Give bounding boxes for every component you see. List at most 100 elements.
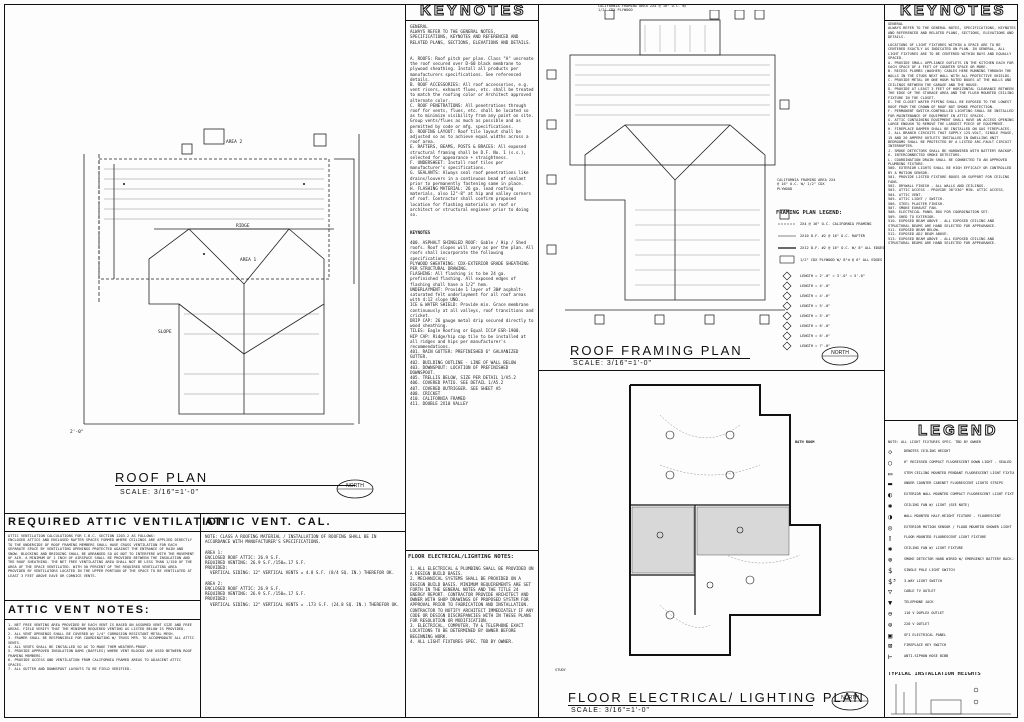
keynotes-center-body: A. ROOFS: Roof pitch per plan. Class "A"… <box>410 56 534 218</box>
framing-legend-title: FRAMING PLAN LEGEND: <box>776 210 843 216</box>
legend-symbol-icon: ◑ <box>888 512 893 521</box>
divider-floor-notes <box>405 550 538 551</box>
legend-item-label: FIREPLACE KEY SWITCH <box>904 643 947 648</box>
divider-roof-bottom <box>4 513 405 514</box>
legend-item: ◐ EXTERIOR WALL MOUNTED COMPACT FLUORESCE… <box>886 491 1016 501</box>
attic-vent-notes-title: ATTIC VENT NOTES: <box>8 604 151 616</box>
legend-symbol-icon: ✱ <box>888 502 893 510</box>
legend-item: ◑WALL MOUNTED HALF-HEIGHT FIXTURE - FLUO… <box>886 513 1016 523</box>
legend-item-label: CEILING FAN W/ LIGHT FIXTURE <box>904 546 964 551</box>
legend-symbol-icon: $³ <box>888 577 897 586</box>
framing-north-arrow <box>821 346 859 366</box>
legend-symbol-icon: ⊗ <box>888 556 893 564</box>
legend-item-label: SINGLE POLE LIGHT SWITCH <box>904 567 955 572</box>
legend-item-label: STEM CEILING MOUNTED PENDANT FLUORESCENT… <box>904 470 1014 475</box>
framing-title-underline <box>570 358 750 359</box>
legend-item: ⊠ FIREPLACE KEY SWITCH <box>886 642 1016 652</box>
legend-symbol-icon: ◐ <box>888 491 893 500</box>
framing-length-1: LENGTH = 2'-0" = 3'-0" = 5'-0" <box>800 274 865 278</box>
legend-item: ✱ CEILING FAN W/ LIGHT FIXTURE <box>886 545 1016 555</box>
legend-item-label: 3-WAY LIGHT SWITCH <box>904 578 942 583</box>
legend-symbol-icon: ▬ <box>888 480 893 489</box>
legend-note: NOTE: ALL LIGHT FIXTURES SPEC. TBD BY OW… <box>888 440 982 444</box>
legend-top-rule <box>884 420 1018 421</box>
roof-title-underline <box>115 485 355 486</box>
attic-vent-cal-rule <box>200 531 405 532</box>
divider-center <box>538 4 539 718</box>
legend-item-label: DENOTES CEILING HEIGHT <box>904 449 951 453</box>
attic-vent-notes-body: 1. NET FREE VENTING AREA PROVIDED BY EAC… <box>8 623 195 672</box>
floor-plan-title: FLOOR ELECTRICAL/ LIGHTING PLAN <box>568 690 865 705</box>
sheet-border <box>4 4 1018 718</box>
divider-left <box>405 4 406 718</box>
floor-north-arrow <box>831 691 869 711</box>
legend-symbol-icon: $ <box>888 566 893 575</box>
framing-plan-scale: SCALE: 3/16"=1'-0" <box>573 360 652 367</box>
attic-ventilation-title: REQUIRED ATTIC VENTILATION <box>8 516 228 528</box>
legend-symbol-icon: ⊖ <box>888 610 893 618</box>
legend-item: ⊢ ANTI-SIPHON HOSE BIBB <box>886 653 1016 663</box>
roof-plan-title: ROOF PLAN <box>115 470 209 485</box>
legend-item-label: 110 V DUPLEX OUTLET <box>904 611 945 615</box>
roof-north-label: NORTH <box>346 483 364 489</box>
legend-item: ◇DENOTES CEILING HEIGHT <box>886 448 1016 458</box>
framing-length-3: LENGTH = 4'-6" <box>800 294 831 298</box>
legend-item: ⊜ 220 V OUTLET <box>886 621 1016 631</box>
roof-north-arrow <box>336 479 374 499</box>
framing-north-label: NORTH <box>831 350 849 356</box>
roof-label-ridge: RIDGE <box>236 224 250 229</box>
legend-symbol-icon: ▣ <box>888 631 893 640</box>
keynotes-right-rule <box>884 20 1018 21</box>
legend-item-label: GFI ELECTRICAL PANEL <box>904 632 947 637</box>
divider-vent-notes <box>4 600 200 601</box>
legend-symbol-icon: ⊜ <box>888 620 893 629</box>
floor-notes-title: FLOOR ELECTRICAL/LIGHTING NOTES: <box>408 554 514 560</box>
legend-item: ▬ UNDER COUNTER CABINET FLUORESCENT LIGHT… <box>886 480 1016 490</box>
framing-length-2: LENGTH = 4'-0" <box>800 284 831 288</box>
legend-item-label: ANTI-SIPHON HOSE BIBB <box>904 654 949 659</box>
legend-symbol-icon: ▭ <box>888 469 893 478</box>
framing-legend-item-4: 1/2" CDX PLYWOOD W/ 8"d @ 6" ALL EDGES <box>800 258 883 262</box>
floor-north-label: NORTH <box>841 695 859 701</box>
framing-plan-title: ROOF FRAMING PLAN <box>570 343 743 358</box>
framing-legend-item-2: 2X10 D.F. #2 @ 16" O.C. RAFTER <box>800 234 865 238</box>
framing-legend-symbols <box>778 223 796 351</box>
framing-cal-area: CALIFORNIA FRAMING AREA 2X4 @ 16" O.C. W… <box>598 4 687 13</box>
keynotes-right-body: LOCATIONS OF LIGHT FIXTURES WITHIN A SPA… <box>888 43 1014 246</box>
legend-item-label: 220 V OUTLET <box>904 621 930 626</box>
legend-symbol-icon: ▽ <box>888 588 893 597</box>
floor-room-study: STUDY <box>555 668 566 672</box>
legend-item-label: CABLE TV OUTLET <box>904 589 936 594</box>
framing-legend-item-3: 2X12 D.F. #2 @ 16" O.C. W/ 8" ALL EDGES <box>800 246 885 250</box>
keynotes-center-title-text: KEYNOTES <box>420 2 527 20</box>
legend-item: ▭ STEM CEILING MOUNTED PENDANT FLUORESCEN… <box>886 470 1016 480</box>
floor-electrical-drawing <box>629 384 821 656</box>
legend-title: LEGEND <box>918 422 999 440</box>
legend-list: ◇DENOTES CEILING HEIGHT○ 6" RECESSED COMP… <box>886 448 1016 668</box>
roof-label-area1: AREA 1 <box>240 258 257 263</box>
legend-item-label: 6" RECESSED COMPACT FLUORESCENT DOWN LIG… <box>904 459 1012 464</box>
framing-length-5: LENGTH = 5'-6" <box>800 314 831 318</box>
keynotes-center-rule <box>405 20 538 21</box>
keynotes-center-general: GENERAL ALWAYS REFER TO THE GENERAL NOTE… <box>410 24 532 45</box>
legend-symbol-icon: ▯ <box>888 534 893 543</box>
floor-room-bath: BATH ROOM <box>795 440 815 444</box>
keynotes-right-title-text: KEYNOTES <box>900 2 1007 20</box>
legend-symbol-icon: ✱ <box>888 545 893 554</box>
legend-item-label: TELEPHONE JACK <box>904 600 934 605</box>
roof-label-area2: AREA 2 <box>226 140 243 145</box>
legend-symbol-icon: ○ <box>888 458 893 467</box>
legend-item: ▽ CABLE TV OUTLET <box>886 588 1016 598</box>
legend-item-label: UNDER COUNTER CABINET FLUORESCENT LIGHTS… <box>904 481 1004 486</box>
legend-item-label: EXTERIOR WALL MOUNTED COMPACT FLUORESCEN… <box>904 492 1014 497</box>
keynotes-right-general: GENERAL ALWAYS REFER TO THE GENERAL NOTE… <box>888 22 1016 40</box>
attic-vent-notes-rule <box>4 619 200 620</box>
divider-right <box>884 4 885 718</box>
legend-symbol-icon: ⊠ <box>888 642 893 651</box>
divider-framing-bottom <box>538 370 884 371</box>
legend-item-label: EXTERIOR MOTION SENSOR / FLOOD MOUNTED S… <box>904 524 1012 529</box>
framing-cal-area2: CALIFORNIA FRAMING AREA 2X4 @ 16" O.C. W… <box>777 178 836 191</box>
legend-symbol-icon: ⊢ <box>888 653 893 662</box>
divider-vent <box>200 513 201 718</box>
attic-ventilation-body: ATTIC VENTILATION CALCULATIONS FOR C.B.C… <box>8 534 195 578</box>
